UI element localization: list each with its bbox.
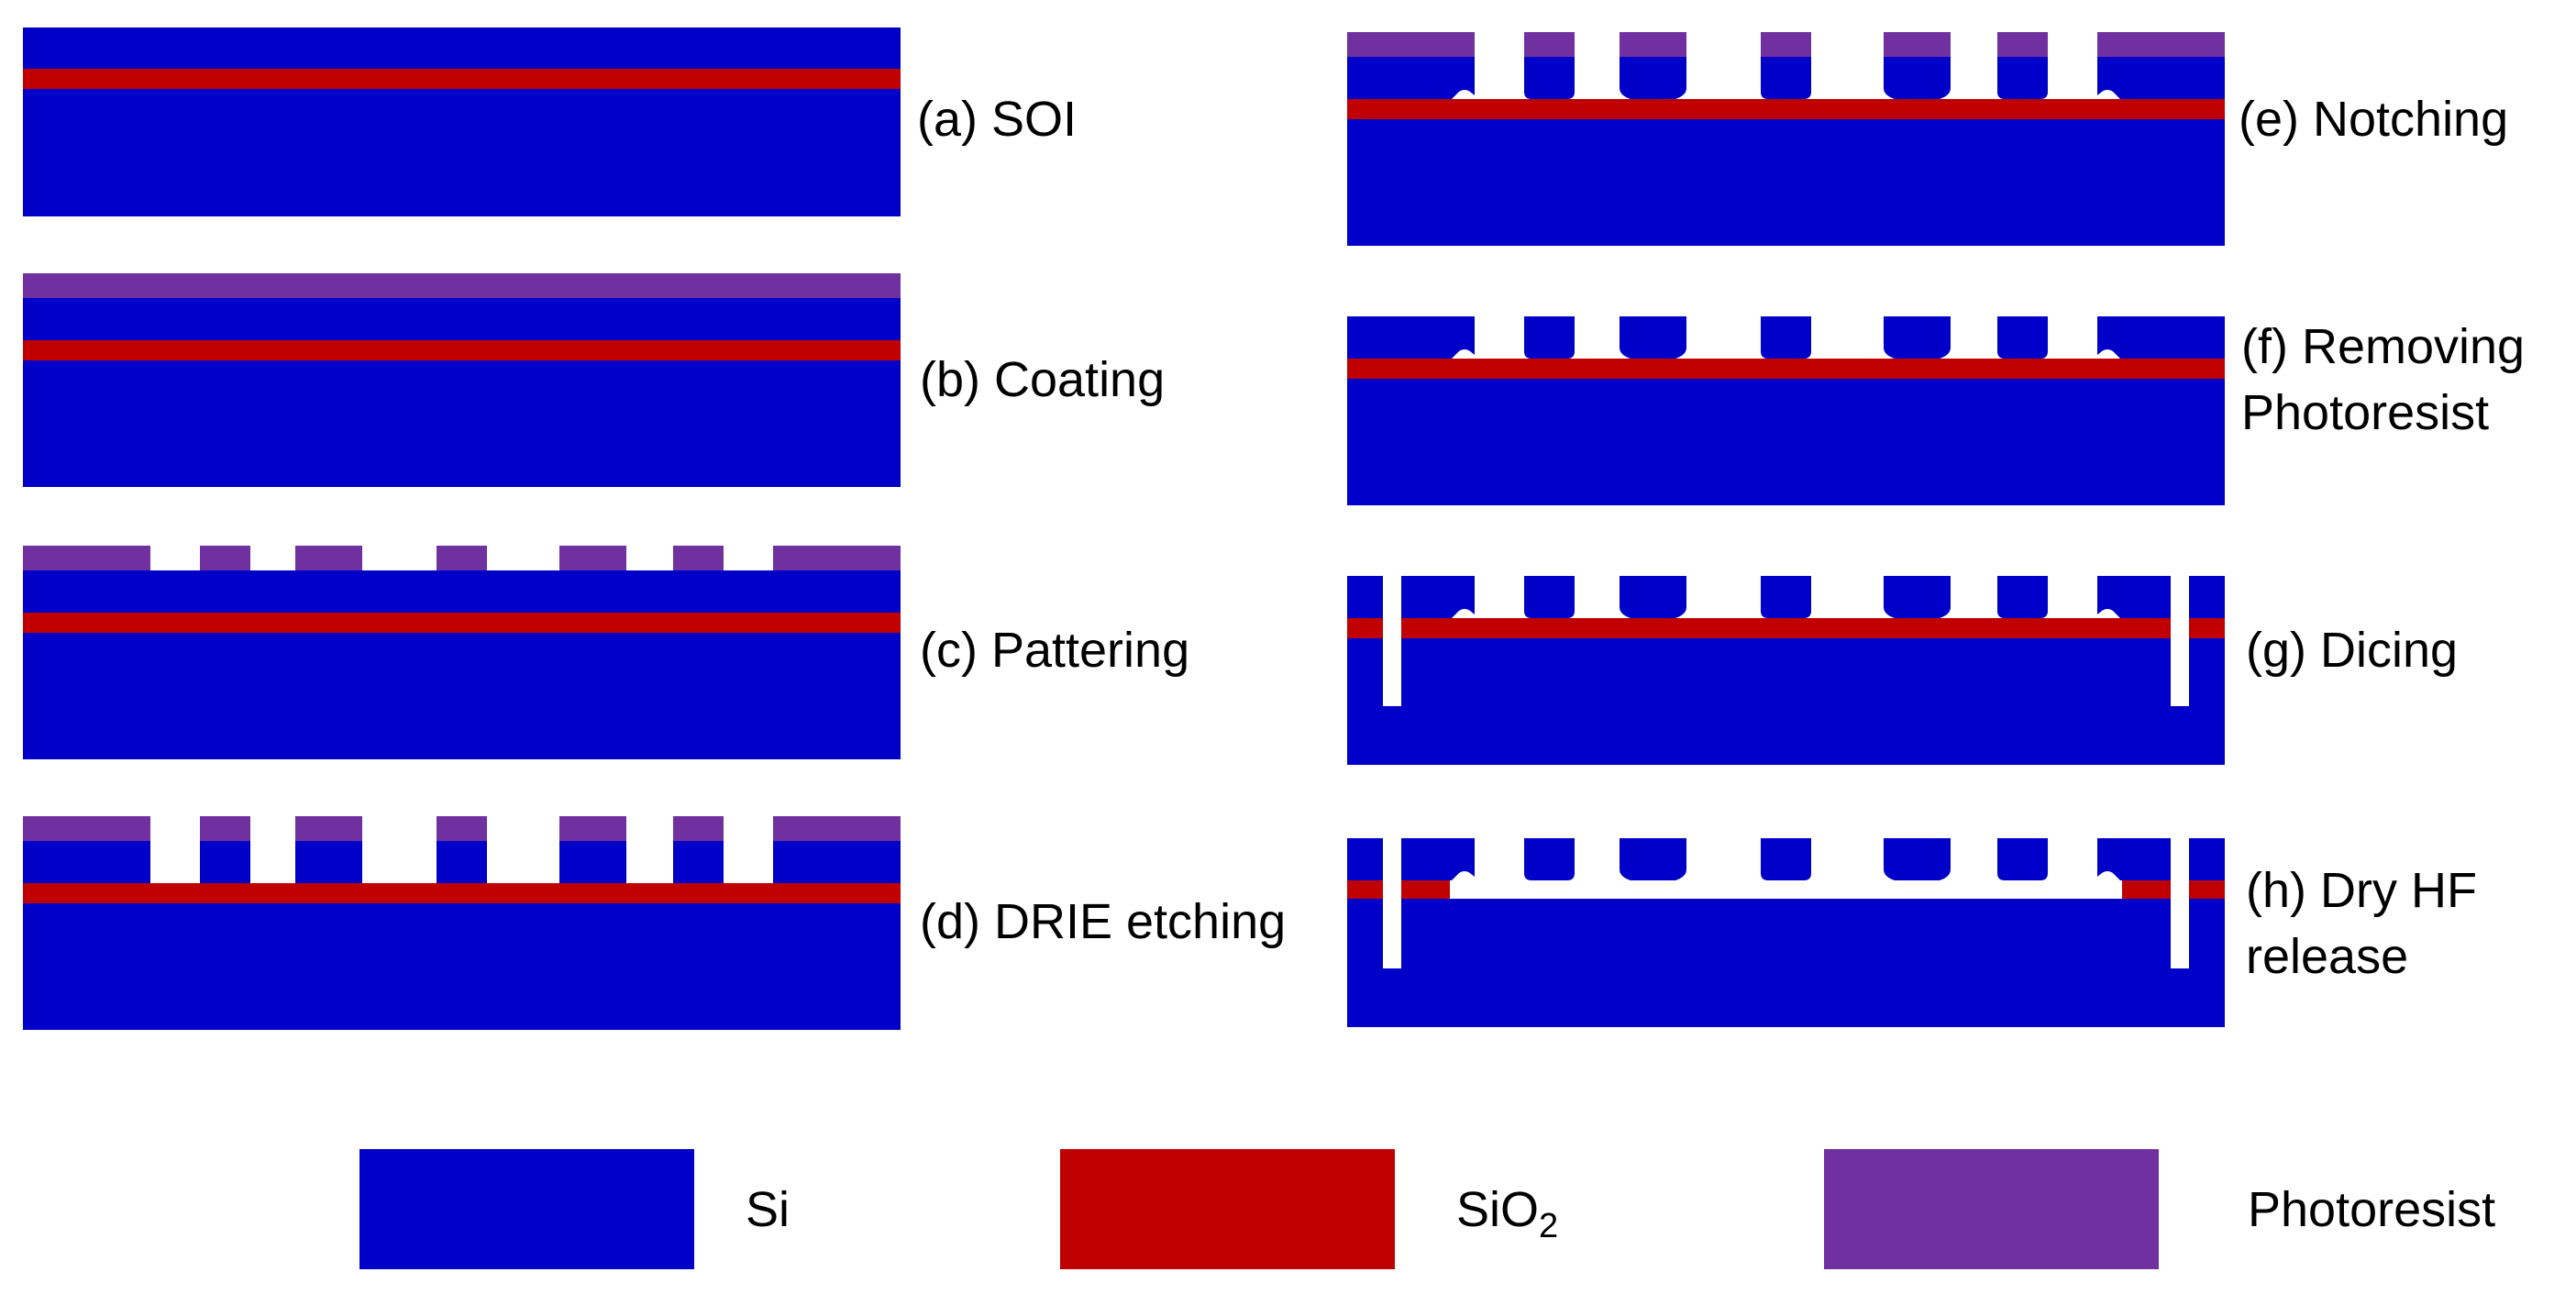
photoresist-pattern xyxy=(23,546,901,570)
si-handle-layer xyxy=(1347,119,2225,246)
si-handle-layer xyxy=(23,360,901,487)
step-e-label: (e) Notching xyxy=(2239,92,2508,147)
dicing-trench-left xyxy=(1383,576,1401,706)
si-handle-layer xyxy=(1347,379,2225,505)
si-notched-structures xyxy=(1347,57,2225,99)
step-a-cross-section xyxy=(23,28,901,216)
photoresist-layer xyxy=(23,273,901,298)
dicing-trench-right xyxy=(2171,576,2189,706)
step-c-label: (c) Pattering xyxy=(920,623,1189,678)
si-notched-structures xyxy=(1347,316,2225,359)
step-e-cross-section xyxy=(1347,32,2225,246)
step-h-cross-section xyxy=(1347,838,2225,1027)
sio2-remaining-anchors xyxy=(1347,880,2225,899)
si-handle-layer xyxy=(23,633,901,759)
legend: Si SiO2 Photoresist xyxy=(359,1149,2495,1269)
step-h-label-line2: release xyxy=(2246,929,2408,984)
legend-label-sio2: SiO2 xyxy=(1456,1182,1558,1245)
legend-label-sio2-subscript: 2 xyxy=(1539,1207,1558,1245)
legend-label-sio2-main: SiO xyxy=(1456,1182,1539,1237)
si-released-structures xyxy=(1347,838,2225,880)
sio2-box-layer xyxy=(1347,618,2225,638)
si-device-layer xyxy=(23,28,901,69)
sio2-box-layer xyxy=(23,883,901,903)
dicing-trench-left xyxy=(1383,838,1401,968)
legend-label-si: Si xyxy=(746,1182,790,1237)
step-b-label: (b) Coating xyxy=(920,352,1165,407)
photoresist-pattern xyxy=(1347,32,2225,57)
step-f-cross-section xyxy=(1347,316,2225,505)
si-handle-layer xyxy=(23,89,901,216)
si-device-layer xyxy=(23,298,901,340)
step-a-label: (a) SOI xyxy=(917,92,1077,147)
step-h-label-line1: (h) Dry HF xyxy=(2246,863,2477,918)
step-b-cross-section xyxy=(23,273,901,487)
step-f-label-line1: (f) Removing xyxy=(2241,319,2525,374)
sio2-box-layer xyxy=(23,69,901,89)
step-g-label: (g) Dicing xyxy=(2246,623,2458,678)
si-handle-layer xyxy=(23,903,901,1030)
sio2-box-layer xyxy=(1347,359,2225,379)
sio2-box-layer xyxy=(23,613,901,633)
step-f-label-line2: Photoresist xyxy=(2241,385,2489,440)
step-c-cross-section xyxy=(23,546,901,759)
legend-label-photoresist: Photoresist xyxy=(2248,1182,2495,1237)
step-d-cross-section xyxy=(23,816,901,1030)
si-etched-structures xyxy=(23,841,901,883)
si-notched-structures xyxy=(1347,576,2225,618)
legend-swatch-si xyxy=(359,1149,694,1269)
photoresist-pattern xyxy=(23,816,901,841)
si-handle-layer xyxy=(1347,899,2225,1027)
sio2-box-layer xyxy=(1347,99,2225,119)
si-device-layer xyxy=(23,570,901,613)
sio2-box-layer xyxy=(23,340,901,360)
si-handle-layer xyxy=(1347,638,2225,765)
dicing-trench-right xyxy=(2171,838,2189,968)
step-g-cross-section xyxy=(1347,576,2225,765)
legend-swatch-sio2 xyxy=(1060,1149,1395,1269)
step-d-label: (d) DRIE etching xyxy=(920,894,1286,949)
legend-swatch-photoresist xyxy=(1824,1149,2159,1269)
